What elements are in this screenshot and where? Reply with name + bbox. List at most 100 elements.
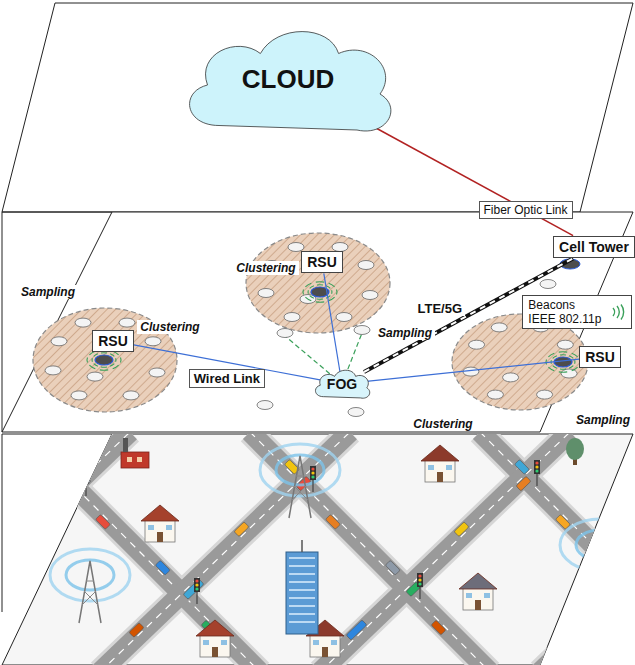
vehicle	[491, 323, 507, 332]
car	[11, 519, 32, 539]
tower-mast	[589, 531, 611, 593]
layer-label: Clustering	[410, 417, 475, 431]
house-window	[203, 640, 209, 645]
beacon-wave	[89, 365, 95, 369]
vehicle	[71, 391, 87, 400]
connector	[364, 359, 579, 382]
tower-brace	[292, 476, 308, 500]
node-text: Beacons IEEE 802.11p	[528, 298, 604, 327]
vehicle	[469, 340, 485, 349]
connector	[324, 273, 340, 372]
beacon-wave	[94, 364, 98, 367]
car	[431, 620, 446, 635]
cloud-node: CLOUD	[173, 13, 403, 148]
beacon-wave	[572, 367, 578, 371]
beacon-wave	[305, 283, 311, 287]
beacon-wave	[115, 358, 116, 362]
vehicle	[487, 390, 503, 399]
vehicle	[561, 369, 577, 378]
house-door	[157, 532, 163, 542]
vehicle	[354, 326, 370, 335]
beacon-wave	[101, 366, 107, 367]
house-wall	[145, 520, 175, 542]
house-wall	[425, 460, 455, 482]
car	[155, 560, 170, 575]
rsu-box: RSU	[92, 330, 134, 353]
beacon-wave	[305, 297, 311, 301]
beacon-wave	[307, 290, 308, 294]
sidewalk	[0, 432, 130, 665]
beacon-wave	[574, 360, 575, 364]
beacon-wave	[317, 284, 323, 285]
house-roof	[459, 573, 497, 589]
cloud-shape	[315, 370, 369, 398]
beacon-wave	[101, 352, 107, 353]
skyscraper-window	[289, 589, 315, 591]
vehicle	[348, 408, 364, 417]
city-illustration	[0, 432, 635, 665]
house-roof	[421, 445, 459, 461]
vehicle	[149, 368, 165, 377]
car	[52, 457, 73, 478]
house-roof	[141, 505, 179, 521]
light-lamp	[535, 461, 538, 464]
node-text: CLOUD	[242, 64, 334, 95]
beacon-wave	[86, 358, 88, 363]
car	[454, 522, 469, 537]
beacon-wave	[310, 296, 314, 299]
beacon-wave	[336, 290, 338, 295]
car	[615, 560, 630, 575]
chimney	[123, 438, 128, 452]
house-window	[313, 640, 319, 645]
vehicle	[119, 318, 135, 327]
beacon-wave	[120, 358, 122, 363]
light-pole	[85, 482, 86, 496]
vehicle	[540, 280, 556, 289]
node-text: Cell Tower	[559, 239, 629, 256]
node-text: RSU	[98, 333, 128, 350]
skyscraper-window	[289, 621, 315, 623]
beacon-wave	[110, 354, 114, 357]
vehicle	[336, 313, 352, 322]
tower-brace	[592, 551, 608, 575]
connector	[357, 118, 573, 236]
beacon-box: Beacons IEEE 802.11p	[522, 295, 632, 330]
light-lamp	[195, 583, 198, 586]
beacon-wave	[569, 356, 573, 359]
node-text: FOG	[327, 376, 357, 393]
vehicle	[358, 261, 374, 270]
beacon-wave	[310, 286, 314, 289]
connector-line	[357, 118, 573, 236]
skyscraper-window	[289, 605, 315, 607]
edge-label: LTE/5G	[415, 301, 466, 316]
vehicle	[503, 373, 519, 382]
signal-ring	[576, 530, 624, 560]
light-lamp	[311, 467, 314, 470]
vehicle	[45, 366, 61, 375]
signal-ring	[260, 444, 340, 496]
skyscraper-window	[289, 565, 315, 567]
connector-line	[324, 273, 340, 372]
sidewalk	[540, 432, 635, 665]
node-text: RSU	[307, 254, 337, 271]
traffic-light	[194, 578, 200, 592]
skyscraper	[286, 552, 318, 634]
car	[183, 579, 204, 599]
beacon-wave	[560, 354, 566, 355]
beacon-wave	[331, 290, 332, 294]
light-lamp	[418, 574, 421, 577]
cluster-area	[246, 233, 390, 333]
car	[95, 514, 110, 529]
light-lamp	[195, 587, 198, 590]
traffic-light	[417, 573, 423, 587]
tower-mast	[289, 456, 311, 518]
tower-mast	[79, 561, 101, 623]
skyscraper-window	[289, 597, 315, 599]
light-lamp	[84, 471, 87, 474]
house-window	[221, 640, 227, 645]
vehicle	[362, 291, 378, 300]
skyscraper-window	[289, 613, 315, 615]
fog-layer-illustration	[33, 233, 588, 417]
light-lamp	[84, 475, 87, 478]
layer-label: Sampling	[18, 285, 78, 299]
